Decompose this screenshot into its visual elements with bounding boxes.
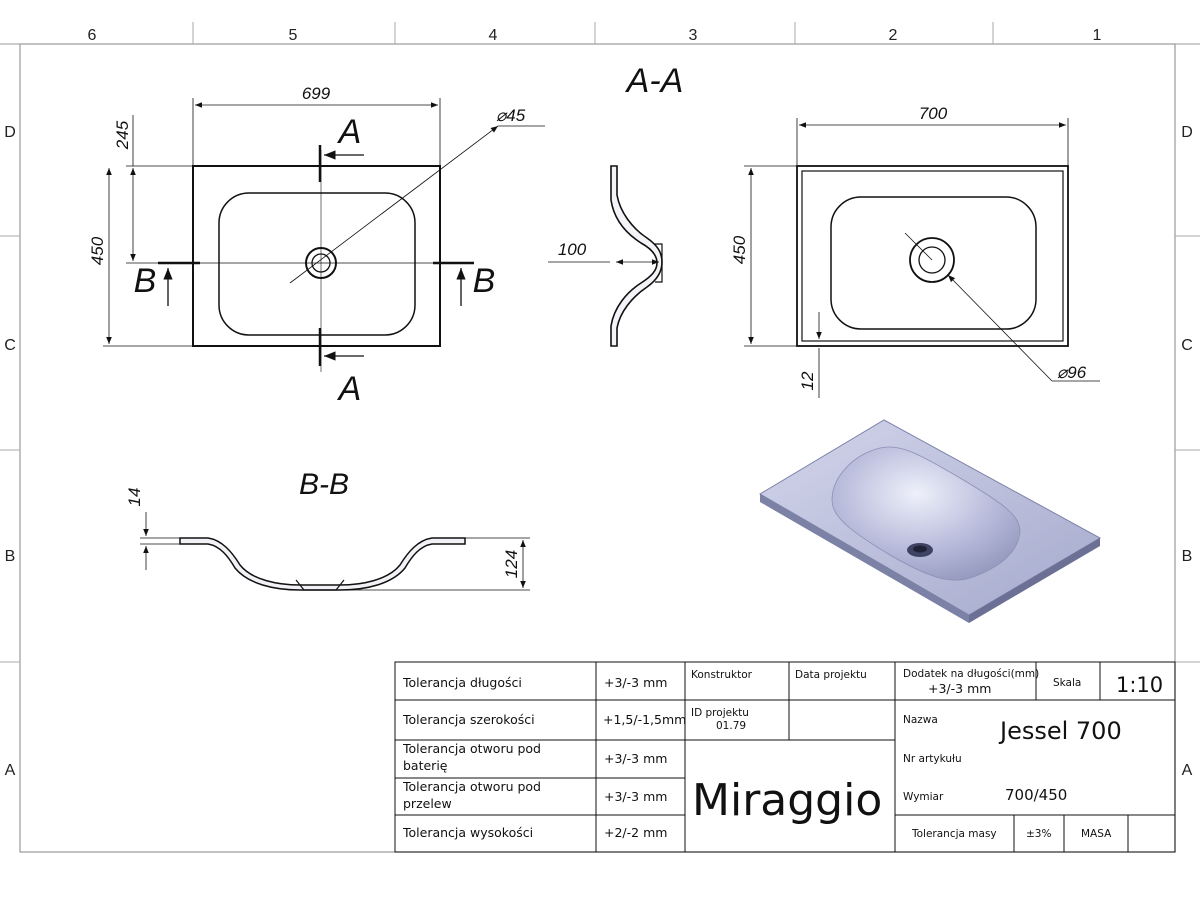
dim-bb-height-label: 124 <box>502 550 521 578</box>
skala-label: Skala <box>1053 677 1081 689</box>
sink-3d-render <box>759 419 1102 623</box>
nazwa-value: Jessel 700 <box>998 717 1122 745</box>
zone-row-d-right: D <box>1181 124 1193 141</box>
zone-col-4: 4 <box>489 27 498 44</box>
dim-section-depth: 100 <box>548 240 659 265</box>
tol-length-label: Tolerancja długości <box>402 675 522 690</box>
dim-top-offset: 245 <box>113 115 193 264</box>
cut-a-top-label: A <box>337 113 362 151</box>
dim-section-depth-label: 100 <box>558 240 587 259</box>
tol-length-value: +3/-3 mm <box>604 675 667 690</box>
dim-bottom-width-label: 700 <box>919 104 948 123</box>
wymiar-value: 700/450 <box>1005 786 1067 804</box>
zone-row-b-right: B <box>1182 548 1193 565</box>
masa-label: MASA <box>1081 828 1112 840</box>
bottom-view <box>796 165 1069 347</box>
tol-tap-hole-label-1: Tolerancja otworu pod <box>402 741 541 756</box>
zone-col-3: 3 <box>689 27 698 44</box>
dim-overflow-diameter-label: ⌀96 <box>1057 363 1087 382</box>
tol-width-label: Tolerancja szerokości <box>402 712 535 727</box>
dim-top-width-label: 699 <box>302 84 331 103</box>
dim-bb-thickness: 14 <box>125 488 180 570</box>
id-projektu-label: ID projektu <box>691 707 749 719</box>
id-projektu-value: 01.79 <box>716 720 746 732</box>
section-aa-title: A-A <box>625 62 684 100</box>
dim-bottom-width: 700 <box>796 104 1069 166</box>
skala-value: 1:10 <box>1116 673 1163 697</box>
dim-bb-height: 124 <box>345 537 530 591</box>
dodatek-value: +3/-3 mm <box>928 681 991 696</box>
top-view <box>160 150 470 372</box>
zone-col-6: 6 <box>88 27 97 44</box>
data-projektu-label: Data projektu <box>795 669 867 681</box>
zone-row-d-left: D <box>4 124 16 141</box>
section-aa-profile <box>610 165 663 347</box>
dim-top-height: 450 <box>88 168 193 347</box>
zone-row-c-left: C <box>4 337 16 354</box>
tol-overflow-value: +3/-3 mm <box>604 789 667 804</box>
dim-bottom-height: 450 <box>730 165 797 347</box>
dim-drain-diameter-label: ⌀45 <box>496 106 526 125</box>
zone-column-labels: 6 5 4 3 2 1 <box>88 27 1102 44</box>
dim-bottom-edge: 12 <box>798 312 822 398</box>
zone-col-1: 1 <box>1093 27 1102 44</box>
tol-tap-hole-value: +3/-3 mm <box>604 751 667 766</box>
dodatek-label: Dodatek na długości(mm) <box>903 668 1039 680</box>
tol-tap-hole-label-2: baterię <box>403 758 448 773</box>
cut-b-right: B <box>433 261 496 306</box>
cut-a-bottom-label: A <box>337 370 362 408</box>
tol-height-label: Tolerancja wysokości <box>402 825 533 840</box>
cut-b-left-label: B <box>134 262 157 300</box>
cut-b-right-label: B <box>473 262 496 300</box>
section-bb-title: B-B <box>299 468 349 501</box>
section-bb-profile <box>179 537 466 591</box>
nr-artykulu-label: Nr artykułu <box>903 753 962 765</box>
zone-row-a-left: A <box>5 762 16 779</box>
tolerancja-masy-label: Tolerancja masy <box>911 828 997 840</box>
konstruktor-label: Konstruktor <box>691 669 753 681</box>
tol-overflow-label-2: przelew <box>403 796 452 811</box>
tol-width-value: +1,5/-1,5mm <box>603 712 686 727</box>
dim-bb-thickness-label: 14 <box>125 488 144 507</box>
zone-col-5: 5 <box>289 27 298 44</box>
title-block: Tolerancja długości +3/-3 mm Tolerancja … <box>394 661 1176 853</box>
tol-height-value: +2/-2 mm <box>604 825 667 840</box>
zone-row-b-left: B <box>5 548 16 565</box>
wymiar-label: Wymiar <box>903 791 944 803</box>
cut-b-left: B <box>134 261 200 306</box>
dim-top-offset-label: 245 <box>113 120 132 150</box>
dim-bottom-height-label: 450 <box>730 235 749 264</box>
zone-row-a-right: A <box>1182 762 1193 779</box>
dim-top-width: 699 <box>192 84 441 166</box>
zone-col-2: 2 <box>889 27 898 44</box>
cut-a-top: A <box>318 113 364 182</box>
dim-bottom-edge-label: 12 <box>798 371 817 390</box>
tolerancja-masy-value: ±3% <box>1026 828 1051 840</box>
cut-a-bottom: A <box>318 328 364 408</box>
zone-row-c-right: C <box>1181 337 1193 354</box>
dim-drain-diameter: ⌀45 <box>289 106 545 284</box>
nazwa-label: Nazwa <box>903 714 938 726</box>
dim-top-height-label: 450 <box>88 236 107 265</box>
dim-overflow-diameter: ⌀96 <box>947 274 1100 382</box>
zone-row-labels: D C B A D C B A <box>4 124 1193 779</box>
tol-overflow-label-1: Tolerancja otworu pod <box>402 779 541 794</box>
brand-logo-text: Miraggio <box>692 775 882 826</box>
